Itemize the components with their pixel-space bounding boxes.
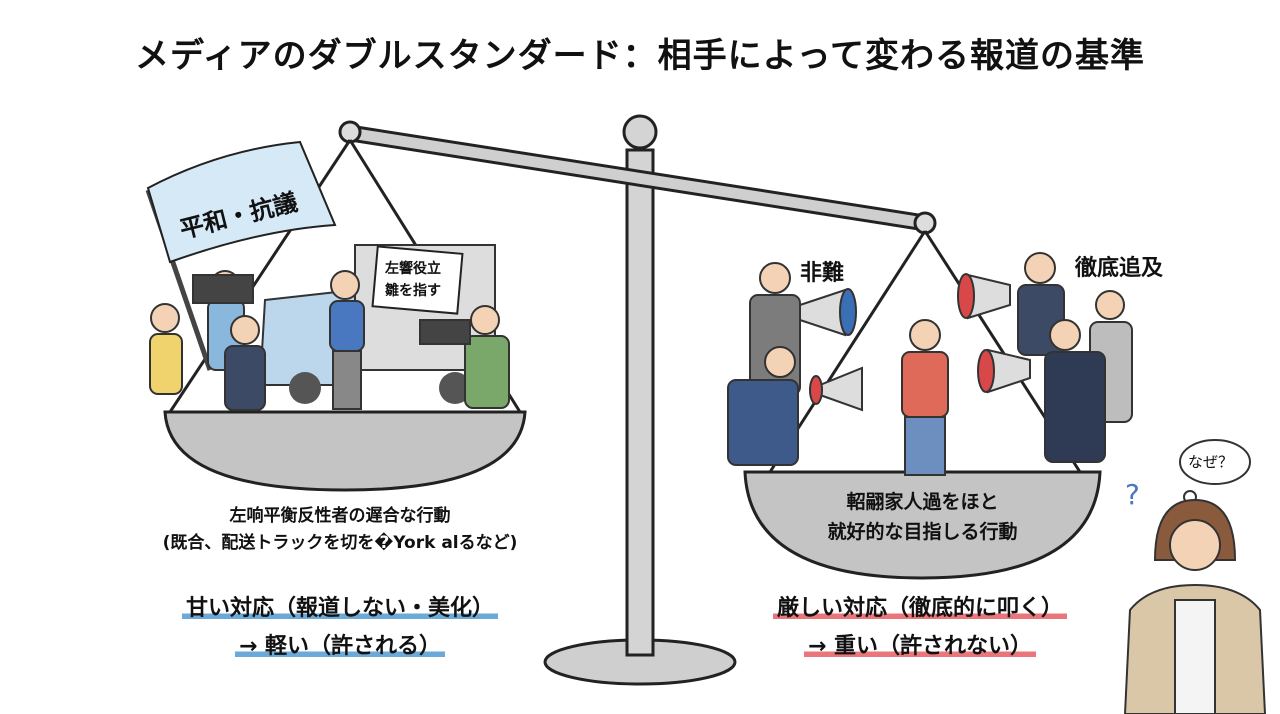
right-pivot	[913, 211, 937, 235]
page-title: メディアのダブルスタンダード：相手によって変わる報道の基準	[135, 36, 1145, 76]
right-description: 軺翤家人過をほと 就好的な目指しる行動	[745, 487, 1100, 547]
left-verdict: 甘い対応（報道しない・美化） → 軽い（許される）	[140, 590, 540, 666]
label-criticism: 非難	[800, 261, 845, 286]
right-response: 厳しい対応（徹底的に叩く）	[772, 596, 1067, 621]
scale-pillar	[625, 148, 655, 657]
left-description: 左响平衡反性者の遅合な行動 (既合、配送トラックを切を�York alるなど)	[140, 503, 540, 557]
protest-flag	[146, 140, 337, 264]
thought-bubble-text: なぜ？	[1188, 453, 1234, 471]
left-pivot	[338, 120, 362, 144]
label-pursuit: 徹底追及	[1075, 256, 1164, 281]
left-people	[149, 270, 510, 411]
right-pan	[743, 470, 1102, 580]
right-description-line2: 就好的な目指しる行動	[827, 521, 1018, 543]
question-mark-icon: ?	[1125, 478, 1140, 511]
left-response: 甘い対応（報道しない・美化）	[181, 596, 498, 621]
right-result: → 重い（許されない）	[803, 634, 1037, 659]
right-people	[727, 252, 1133, 476]
left-result: → 軽い（許される）	[234, 634, 446, 659]
right-verdict: 厳しい対応（徹底的に叩く） → 重い（許されない）	[720, 590, 1120, 666]
left-description-line1: 左响平衡反性者の遅合な行動	[229, 506, 451, 526]
right-description-line1: 軺翤家人過をほと	[846, 491, 999, 513]
left-pan	[163, 410, 527, 492]
scale-top-knob	[622, 114, 658, 150]
protest-sign	[371, 245, 464, 315]
sign-text-line1: 左響役立	[385, 261, 441, 277]
megaphone-icon	[799, 273, 1031, 412]
sign-text-line2: 雛を指す	[385, 283, 441, 299]
left-description-line2: (既合、配送トラックを切を�York alるなど)	[162, 533, 518, 553]
observer-woman	[1123, 439, 1267, 714]
